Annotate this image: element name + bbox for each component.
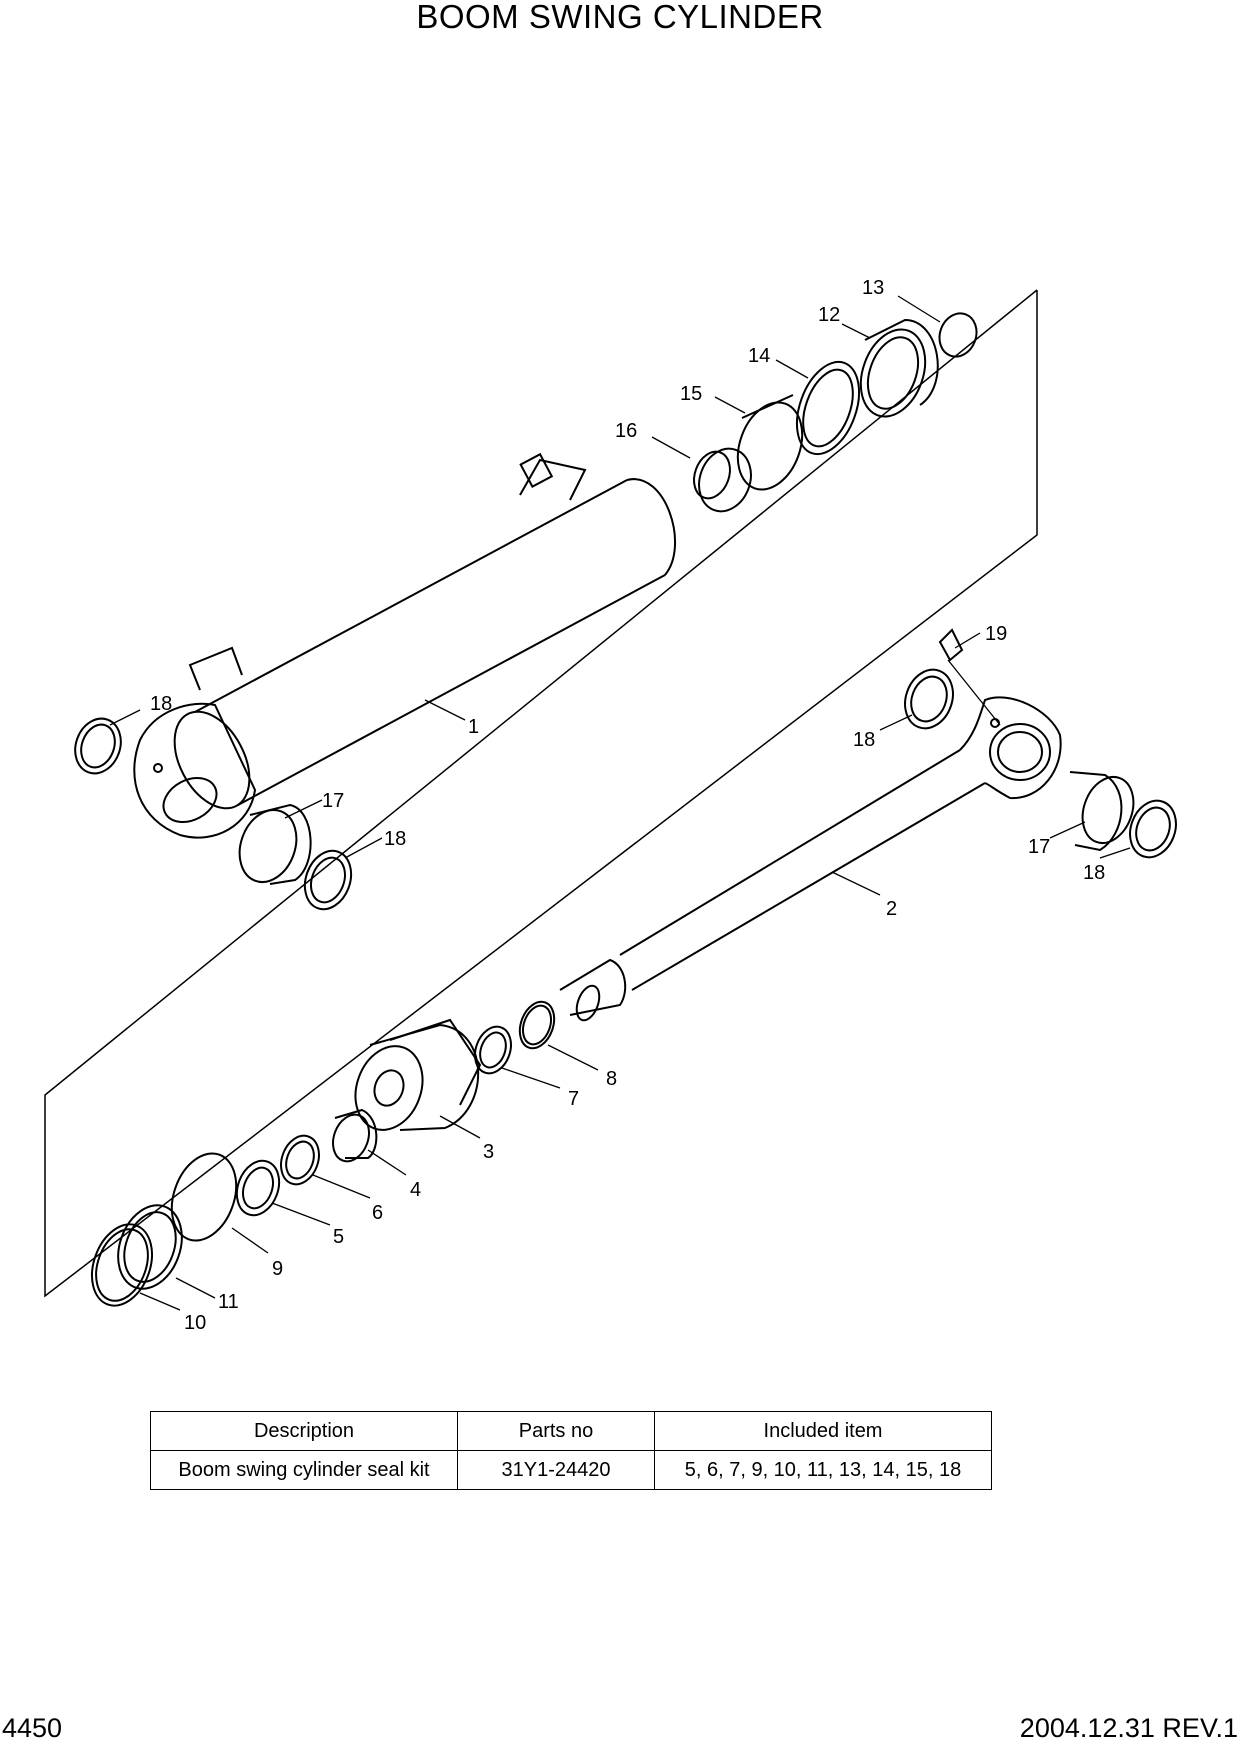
callout-13: 13 [862, 277, 884, 299]
gland-parts [693, 312, 978, 513]
piston-rod [559, 628, 1177, 1022]
page-title: BOOM SWING CYLINDER [416, 0, 824, 35]
assembly-frame [44, 289, 1038, 1298]
callout-8: 8 [606, 1068, 617, 1090]
cell-parts-no: 31Y1-24420 [457, 1450, 655, 1490]
callout-12: 12 [818, 304, 840, 326]
table-header-row: Description Parts no Included item [150, 1411, 992, 1451]
callout-18-tube: 18 [384, 828, 406, 850]
callout-15: 15 [680, 383, 702, 405]
callout-18-rod-lower: 18 [1083, 862, 1105, 884]
page-number: 4450 [2, 1713, 63, 1743]
callout-18-rod-upper: 18 [853, 729, 875, 751]
rear-bushings [74, 717, 353, 911]
exploded-parts-diagram: 13 12 14 15 16 19 18 1 18 17 18 17 18 2 … [44, 277, 1177, 1334]
callout-9: 9 [272, 1258, 283, 1280]
callout-11: 11 [218, 1291, 239, 1313]
callout-1: 1 [468, 716, 479, 738]
cylinder-tube [133, 452, 676, 839]
callout-14: 14 [748, 345, 770, 367]
callout-4: 4 [410, 1179, 421, 1201]
seal-kit-table: Description Parts no Included item Boom … [150, 1411, 992, 1490]
cell-included-item: 5, 6, 7, 9, 10, 11, 13, 14, 15, 18 [654, 1450, 992, 1490]
column-header-included-item: Included item [654, 1411, 992, 1451]
leader-lines [109, 295, 1131, 1311]
column-header-description: Description [150, 1411, 458, 1451]
callout-17-rod: 17 [1028, 836, 1050, 858]
table-row: Boom swing cylinder seal kit 31Y1-24420 … [150, 1450, 992, 1490]
callout-17-tube: 17 [322, 790, 344, 812]
callout-5: 5 [333, 1226, 344, 1248]
callout-3: 3 [483, 1141, 494, 1163]
callout-19: 19 [985, 623, 1007, 645]
callout-labels: 13 12 14 15 16 19 18 1 18 17 18 17 18 2 … [150, 277, 1105, 1334]
callout-6: 6 [372, 1202, 383, 1224]
revision-date: 2004.12.31 REV.1 [1019, 1713, 1238, 1743]
cell-description: Boom swing cylinder seal kit [150, 1450, 458, 1490]
callout-2: 2 [886, 898, 897, 920]
callout-10: 10 [184, 1312, 206, 1334]
callout-18-rear-left: 18 [150, 693, 172, 715]
callout-7: 7 [568, 1088, 579, 1110]
column-header-parts-no: Parts no [457, 1411, 655, 1451]
callout-16: 16 [615, 420, 637, 442]
